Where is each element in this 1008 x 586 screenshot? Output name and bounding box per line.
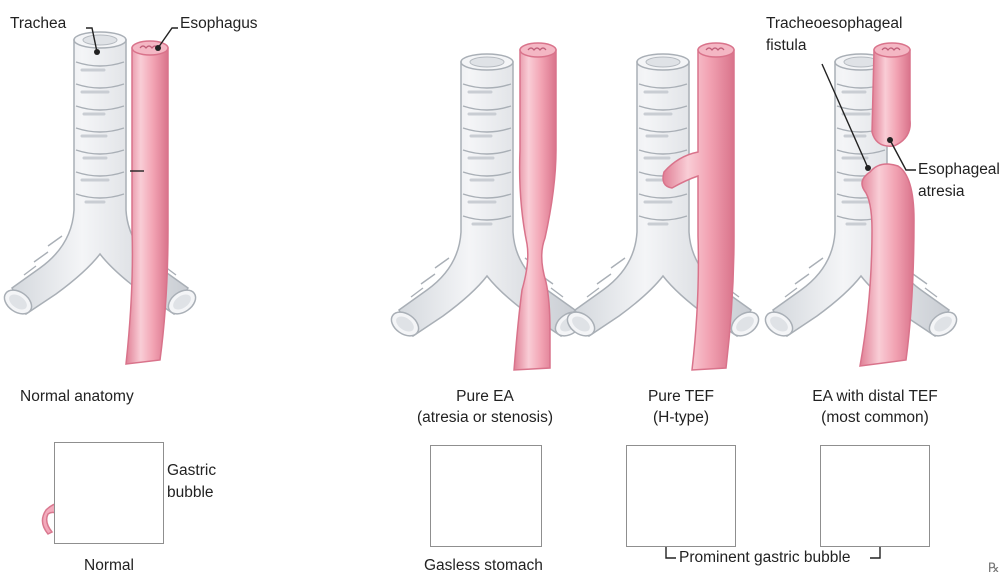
panel-ea-distal-tef bbox=[761, 43, 961, 366]
caption-line: (most common) bbox=[795, 407, 955, 428]
prominent-bubble-bracket-left bbox=[666, 547, 676, 558]
esophagus-label: Esophagus bbox=[180, 14, 258, 34]
trachea-label: Trachea bbox=[10, 14, 66, 34]
fistula-label-line2: fistula bbox=[766, 36, 807, 56]
fistula-label-line1: Tracheoesophageal bbox=[766, 14, 902, 34]
caption-line: (atresia or stenosis) bbox=[400, 407, 570, 428]
esophagus-drawing bbox=[514, 43, 556, 370]
esophagus-leader-dot bbox=[155, 45, 161, 51]
esophagus-drawing bbox=[126, 41, 168, 364]
caption-line: Pure TEF bbox=[611, 386, 751, 407]
caption-pure-ea: Pure EA (atresia or stenosis) bbox=[400, 386, 570, 428]
stomach-caption-normal: Normal bbox=[84, 556, 134, 576]
atresia-label-line2: atresia bbox=[918, 182, 965, 202]
caption-normal-anatomy: Normal anatomy bbox=[20, 386, 190, 407]
rx-logo: ℞ bbox=[988, 558, 1000, 578]
prominent-bubble-bracket-right bbox=[870, 547, 880, 558]
caption-ea-distal-tef: EA with distal TEF (most common) bbox=[795, 386, 955, 428]
stomach-frame-normal bbox=[54, 442, 164, 544]
caption-line: EA with distal TEF bbox=[795, 386, 955, 407]
gastric-bubble-label-line1: Gastric bbox=[167, 461, 216, 481]
caption-line: (H-type) bbox=[611, 407, 751, 428]
trachea-drawing bbox=[387, 54, 587, 341]
trachea-leader-dot bbox=[94, 49, 100, 55]
atresia-label-line1: Esophageal bbox=[918, 160, 1000, 180]
panel-pure-ea bbox=[387, 43, 587, 370]
caption-line: Normal anatomy bbox=[20, 386, 190, 407]
caption-line: Pure EA bbox=[400, 386, 570, 407]
atresia-leader-dot bbox=[887, 137, 893, 143]
stomach-caption-gasless: Gasless stomach bbox=[424, 556, 543, 576]
caption-pure-tef: Pure TEF (H-type) bbox=[611, 386, 751, 428]
trachea-drawing bbox=[0, 32, 200, 319]
stomach-caption-prominent: Prominent gastric bubble bbox=[679, 548, 850, 568]
panel-pure-tef bbox=[563, 43, 763, 370]
stomach-frame-prominent-1 bbox=[626, 445, 736, 547]
panel-normal-anatomy bbox=[0, 32, 200, 364]
stomach-frame-prominent-2 bbox=[820, 445, 930, 547]
fistula-leader-dot bbox=[865, 165, 871, 171]
gastric-bubble-label-line2: bubble bbox=[167, 483, 214, 503]
proximal-esophagus-pouch bbox=[872, 43, 910, 146]
stomach-frame-gasless bbox=[430, 445, 542, 547]
